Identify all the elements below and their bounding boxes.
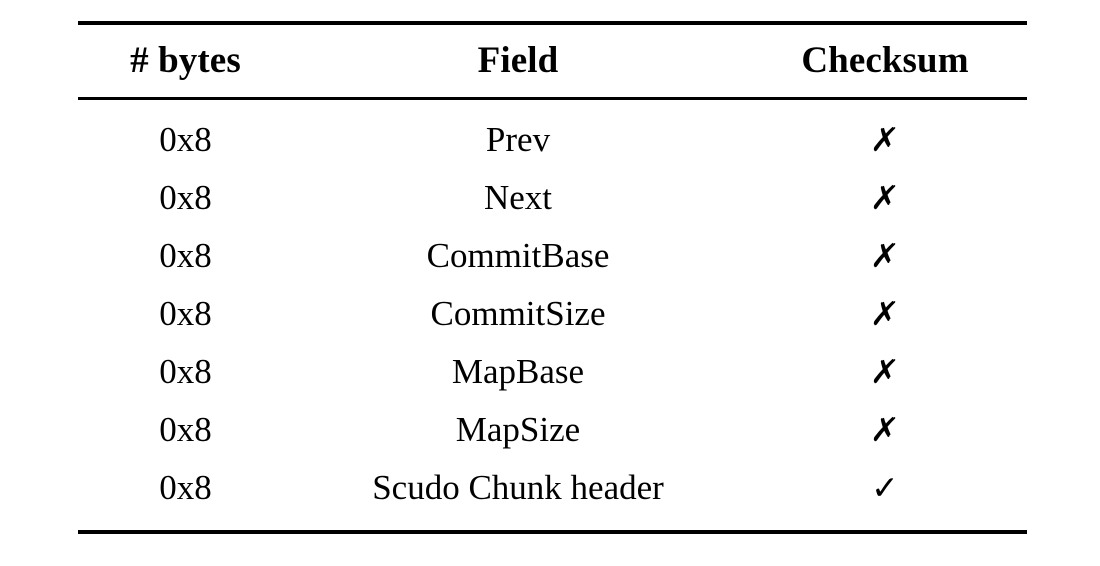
cell-field: Scudo Chunk header (293, 458, 743, 534)
table-row: 0x8 MapBase ✗ (78, 342, 1027, 400)
table-row: 0x8 CommitBase ✗ (78, 226, 1027, 284)
cell-field: Next (483, 177, 553, 217)
cross-icon: ✗ (869, 235, 901, 275)
cross-icon: ✗ (869, 119, 901, 159)
cell-checksum: ✗ (743, 168, 1027, 226)
cell-bytes: 0x8 (159, 119, 212, 159)
cell-checksum: ✗ (743, 400, 1027, 458)
column-header-bytes: # bytes (78, 21, 293, 100)
cell-bytes: 0x8 (78, 458, 293, 534)
table-header-row: # bytes Field Checksum (78, 21, 1027, 100)
cell-field: CommitSize (430, 293, 606, 333)
cell-field: MapBase (451, 351, 585, 391)
cross-icon: ✗ (869, 409, 901, 449)
cross-icon: ✗ (869, 351, 901, 391)
cell-checksum: ✗ (743, 342, 1027, 400)
cell-checksum: ✗ (743, 99, 1027, 169)
table-row: 0x8 MapSize ✗ (78, 400, 1027, 458)
cell-bytes: 0x8 (159, 351, 212, 391)
cell-checksum: ✓ (743, 458, 1027, 534)
cell-bytes: 0x8 (159, 409, 212, 449)
check-icon: ✓ (871, 467, 899, 507)
cell-bytes: 0x8 (159, 235, 212, 275)
table-row: 0x8 CommitSize ✗ (78, 284, 1027, 342)
cross-icon: ✗ (869, 177, 901, 217)
cell-field: Prev (485, 119, 551, 159)
cell-checksum: ✗ (743, 284, 1027, 342)
table-header: # bytes Field Checksum (78, 21, 1027, 100)
table-row: 0x8 Prev ✗ (78, 99, 1027, 169)
column-header-checksum: Checksum (743, 21, 1027, 100)
cell-field: MapSize (455, 409, 581, 449)
cell-checksum: ✗ (743, 226, 1027, 284)
table-row: 0x8 Next ✗ (78, 168, 1027, 226)
cell-bytes: 0x8 (159, 177, 212, 217)
cross-icon: ✗ (869, 293, 901, 333)
cell-bytes: 0x8 (159, 293, 212, 333)
cell-field: CommitBase (426, 235, 610, 275)
column-header-field: Field (293, 21, 743, 100)
